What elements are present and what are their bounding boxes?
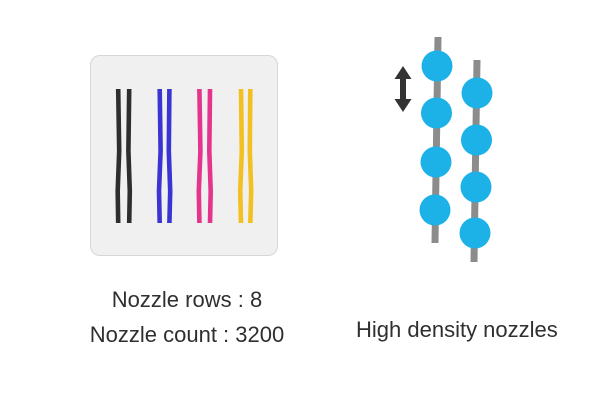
vertical-double-arrow-icon: [394, 66, 412, 112]
nozzle-dot: [421, 97, 452, 129]
ink-stripe-magenta: [196, 88, 203, 224]
ink-stripe-black: [115, 88, 122, 224]
nozzle-count-text: Nozzle count : 3200: [89, 322, 285, 347]
nozzle-dot: [420, 146, 452, 178]
nozzle-dot: [419, 194, 451, 226]
nozzle-dot: [461, 124, 492, 156]
nozzle-dot: [460, 171, 492, 203]
print-sample-panel: [90, 55, 278, 256]
nozzle-rows-figure: [394, 36, 493, 263]
left-caption: Nozzle rows : 8 Nozzle count : 3200: [62, 288, 312, 358]
nozzle-rows-text: Nozzle rows : 8: [111, 287, 263, 312]
high-density-caption: High density nozzles: [356, 317, 558, 342]
nozzle-dot: [421, 50, 453, 82]
nozzle-dot: [459, 217, 491, 249]
ink-stripe-blue: [166, 88, 173, 224]
ink-stripe-blue: [156, 88, 163, 224]
ink-stripes-figure: [115, 88, 254, 224]
ink-stripe-yellow: [247, 88, 254, 224]
ink-stripe-black: [126, 88, 133, 224]
ink-stripe-magenta: [206, 88, 214, 224]
nozzle-dot: [461, 77, 493, 109]
ink-stripe-yellow: [237, 88, 245, 224]
